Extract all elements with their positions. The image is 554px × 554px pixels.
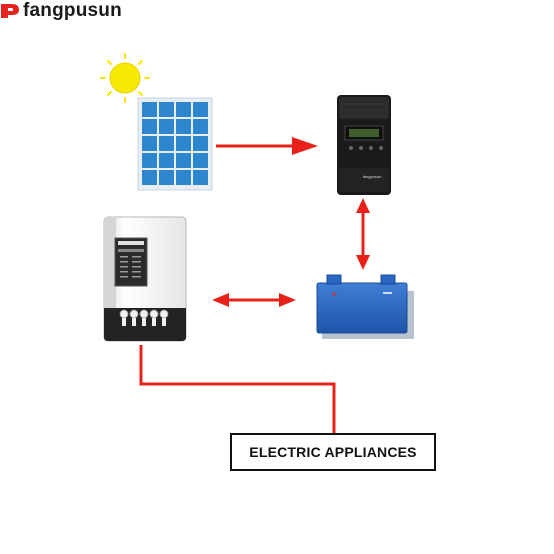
inverter-charger-icon xyxy=(103,216,187,342)
brand-name: fangpusun xyxy=(23,0,122,21)
electric-appliances-label: ELECTRIC APPLIANCES xyxy=(249,444,417,460)
brand-logo: fangpusun xyxy=(0,0,122,22)
battery-plus-icon: + xyxy=(331,289,336,299)
arrow-panel-to-controller xyxy=(216,137,318,155)
arrow-controller-battery xyxy=(356,198,370,270)
sun-icon xyxy=(100,53,150,103)
electric-appliances-box: ELECTRIC APPLIANCES xyxy=(230,433,436,471)
arrow-inverter-battery xyxy=(212,293,296,307)
battery-icon: + xyxy=(316,274,414,339)
wire-inverter-to-appliances xyxy=(139,345,336,433)
charge-controller-icon: fangpusun xyxy=(337,95,391,195)
fangpusun-logo-icon xyxy=(1,4,19,18)
solar-panel-icon xyxy=(137,97,213,191)
controller-brand-text: fangpusun xyxy=(363,174,382,179)
